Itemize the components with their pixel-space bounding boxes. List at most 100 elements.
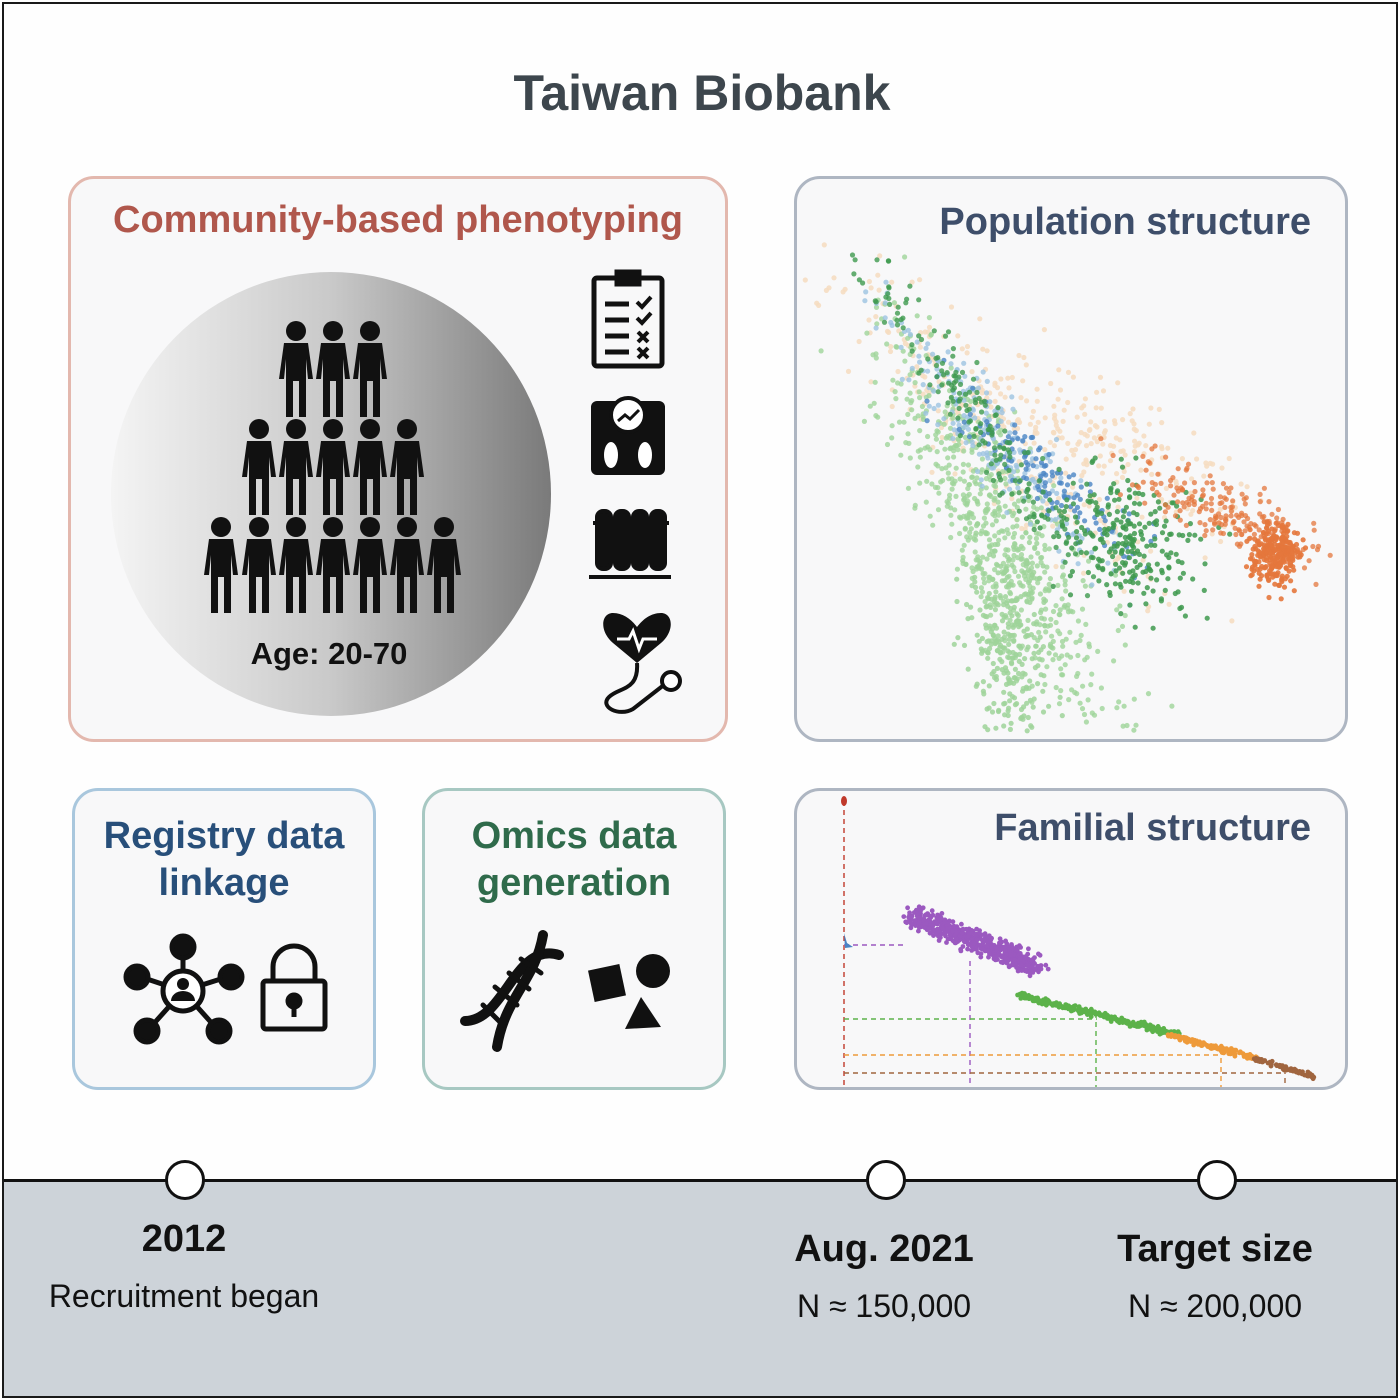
population-dot xyxy=(1008,598,1015,604)
familial-dot xyxy=(1121,1017,1127,1023)
population-dot xyxy=(1007,726,1013,733)
familial-dot xyxy=(935,912,940,918)
population-dot xyxy=(1291,530,1297,536)
population-dot xyxy=(1132,438,1138,444)
population-dot xyxy=(1046,581,1052,587)
body-scale-icon xyxy=(591,396,665,475)
population-dot xyxy=(933,432,939,438)
population-dot xyxy=(1141,553,1147,559)
population-dot xyxy=(999,410,1005,416)
population-dot xyxy=(1238,481,1244,487)
population-dot xyxy=(1074,529,1080,535)
population-dot xyxy=(1112,497,1118,503)
population-dot xyxy=(1088,441,1094,447)
familial-dot xyxy=(986,933,992,939)
population-dot xyxy=(955,447,961,453)
population-dot xyxy=(1049,469,1055,475)
population-dot xyxy=(1076,439,1082,445)
population-dot xyxy=(1247,527,1253,533)
population-dot xyxy=(1183,522,1189,528)
population-dot xyxy=(1286,568,1292,574)
population-dot xyxy=(947,411,953,417)
population-dot xyxy=(891,300,897,306)
population-dot xyxy=(1010,406,1016,412)
population-dot xyxy=(990,576,996,582)
population-dot xyxy=(1060,418,1066,424)
familial-structure-panel: Familial structure xyxy=(794,788,1348,1090)
population-dot xyxy=(907,283,913,289)
population-dot xyxy=(1042,588,1048,594)
population-dot xyxy=(1070,609,1076,615)
familial-dot xyxy=(916,928,921,934)
population-dot xyxy=(1042,623,1048,629)
familial-dot xyxy=(1150,1026,1155,1032)
population-dot xyxy=(1028,434,1034,441)
population-dot xyxy=(1040,563,1046,569)
familial-dot xyxy=(901,914,907,919)
familial-dot xyxy=(1049,1001,1055,1007)
population-dot xyxy=(951,641,957,647)
population-dot xyxy=(1098,405,1104,411)
population-dot xyxy=(1158,598,1164,604)
population-dot xyxy=(1065,399,1071,406)
population-dot xyxy=(1184,465,1190,471)
familial-dot xyxy=(1189,1037,1194,1043)
population-dot xyxy=(939,466,945,472)
population-dot xyxy=(1006,641,1012,647)
population-dot xyxy=(983,469,990,475)
population-dot xyxy=(987,399,993,405)
population-dot xyxy=(998,418,1004,424)
population-dot xyxy=(898,344,904,350)
population-dot xyxy=(962,526,968,532)
population-dot xyxy=(987,623,993,629)
population-dot xyxy=(925,433,931,440)
population-dot xyxy=(1188,511,1194,517)
population-dot xyxy=(1093,405,1099,411)
familial-dot xyxy=(905,905,910,911)
population-dot xyxy=(1149,471,1155,477)
population-dot xyxy=(1084,433,1090,439)
population-dot xyxy=(990,553,997,559)
population-dot xyxy=(917,428,923,434)
population-dot xyxy=(938,439,944,446)
population-dot xyxy=(987,645,993,652)
population-dot xyxy=(1262,565,1268,571)
population-dot xyxy=(956,405,962,411)
population-dot xyxy=(927,513,933,519)
population-dot xyxy=(1005,434,1011,440)
population-dot xyxy=(978,429,984,435)
population-dot xyxy=(1098,436,1104,442)
population-dot xyxy=(974,498,980,504)
population-dot xyxy=(1097,517,1103,524)
population-dot xyxy=(1012,702,1018,708)
population-dot xyxy=(1118,550,1125,556)
population-dot xyxy=(1025,617,1031,623)
population-dot xyxy=(1056,548,1062,554)
population-dot xyxy=(1273,520,1279,526)
population-dot xyxy=(1146,421,1152,427)
population-dot xyxy=(1072,551,1079,557)
population-dot xyxy=(1123,526,1129,532)
population-dot xyxy=(1024,626,1030,632)
population-dot xyxy=(1012,422,1018,428)
population-dot xyxy=(990,477,996,484)
population-dot xyxy=(1097,526,1103,532)
population-dot xyxy=(1165,576,1171,582)
population-dot xyxy=(966,482,973,488)
population-dot xyxy=(860,280,866,286)
population-dot xyxy=(906,377,912,383)
population-dot xyxy=(973,481,979,487)
population-dot xyxy=(1282,576,1288,582)
population-dot xyxy=(963,440,969,446)
familial-dot xyxy=(1008,952,1014,958)
population-dot xyxy=(912,502,918,508)
population-dot xyxy=(1191,501,1197,508)
population-dot xyxy=(1036,531,1042,537)
population-dot xyxy=(1208,495,1215,502)
population-dot xyxy=(991,497,997,503)
population-dot xyxy=(1158,480,1164,486)
population-dot xyxy=(1030,499,1036,505)
population-dot xyxy=(930,522,936,528)
population-dot xyxy=(1027,534,1033,540)
population-dot xyxy=(1227,531,1233,537)
